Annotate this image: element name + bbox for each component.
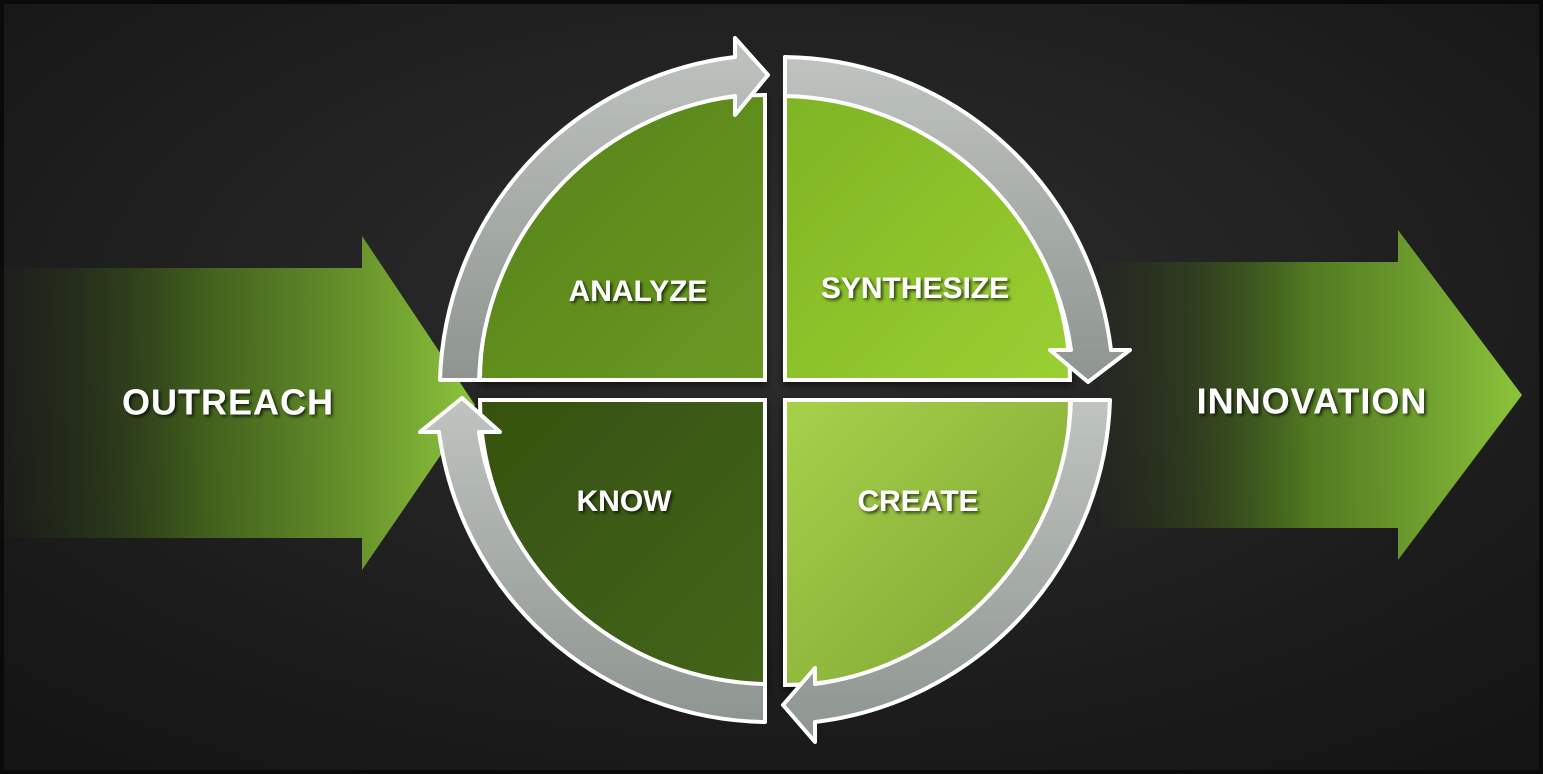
outreach-label: OUTREACH [122, 382, 334, 423]
ring-arrow-top-left [438, 36, 770, 382]
innovation-arrow: INNOVATION [1100, 230, 1522, 560]
ring-arrow-bottom-right [781, 398, 1112, 744]
innovation-label: INNOVATION [1197, 381, 1428, 422]
ring-arrow-bottom-left [418, 396, 767, 724]
label-create: CREATE [857, 485, 978, 518]
outreach-arrow: OUTREACH [0, 236, 475, 570]
label-analyze: ANALYZE [569, 275, 708, 308]
ring-arrow-top-right [783, 55, 1132, 384]
cycle-ring-arrows [418, 36, 1132, 744]
label-synthesize: SYNTHESIZE [821, 272, 1009, 305]
label-know: KNOW [577, 485, 673, 518]
